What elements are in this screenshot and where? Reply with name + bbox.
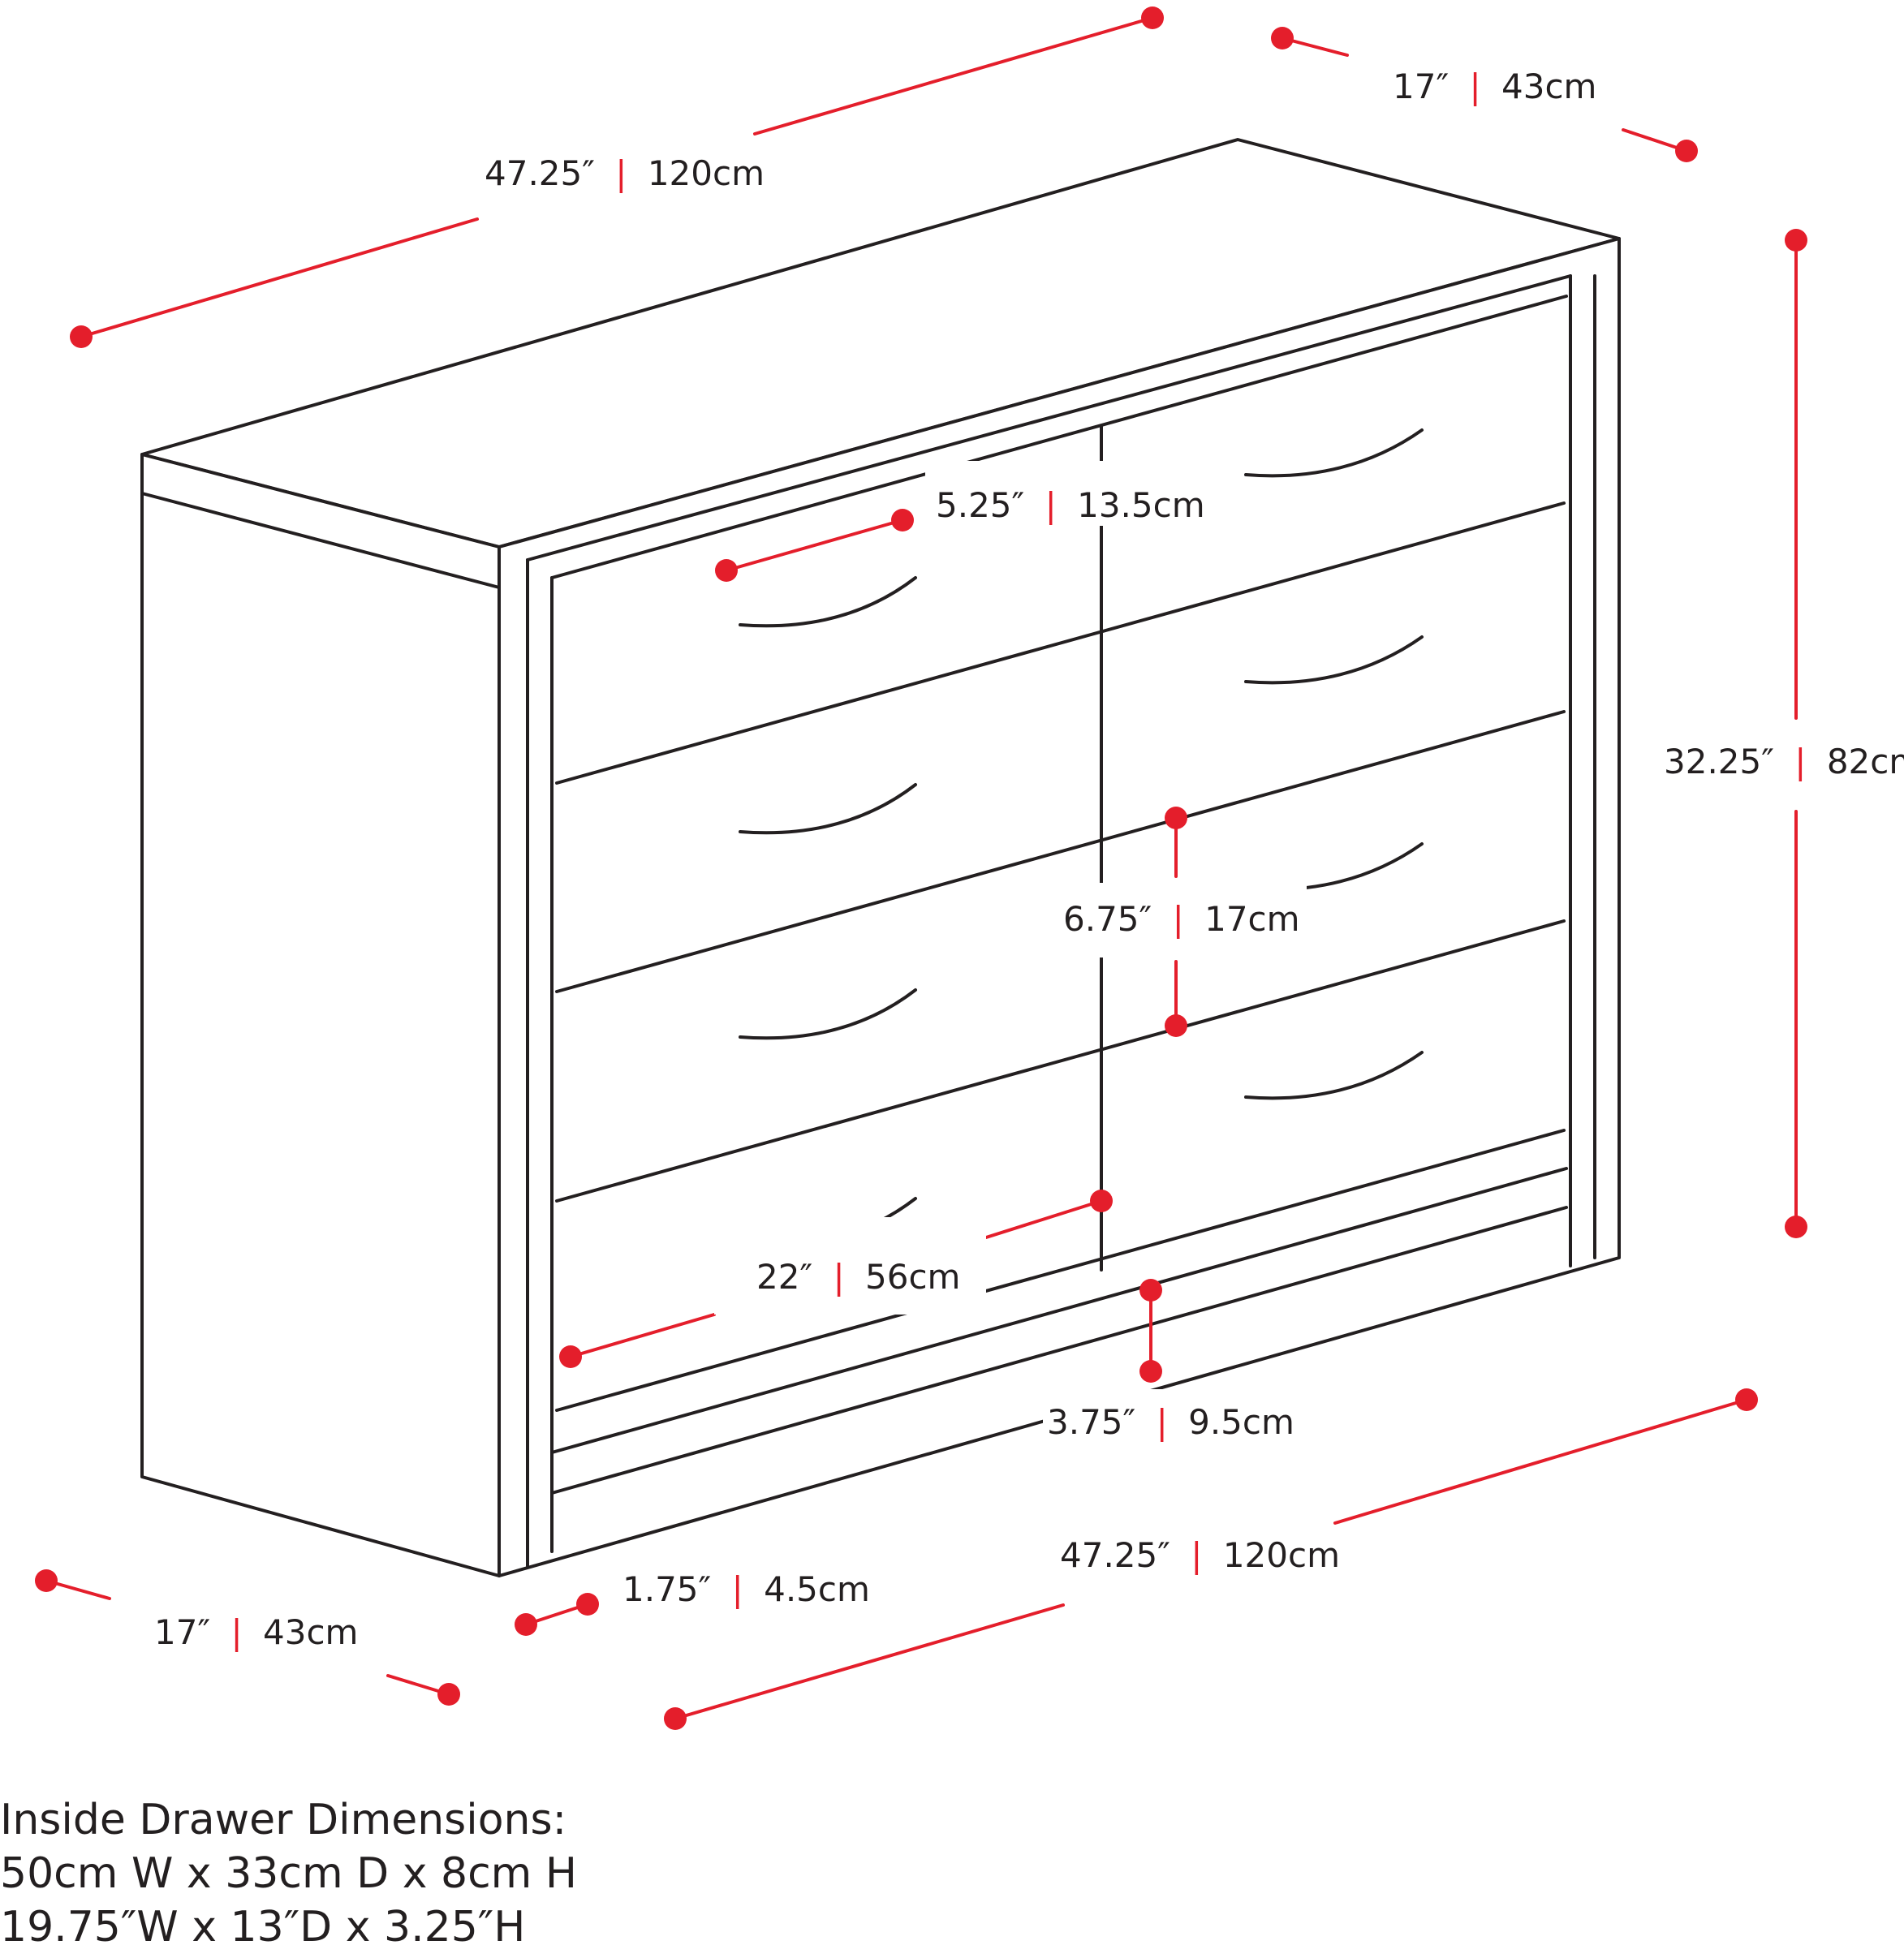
inside-drawer-metric: 50cm W x 33cm D x 8cm H (0, 1849, 577, 1898)
dim-top-depth-label: 17″ | 43cm (1393, 67, 1596, 106)
handle-left-1 (739, 576, 917, 628)
handle-left-3 (739, 988, 917, 1040)
handle-left-2 (739, 783, 917, 835)
dim-drawer-width-label: 22″ | 56cm (756, 1257, 960, 1297)
inside-drawer-heading: Inside Drawer Dimensions: (0, 1796, 567, 1844)
dresser-side-panel (140, 453, 501, 1577)
dim-height-label: 32.25″ | 82cm (1664, 742, 1904, 781)
dim-drawer-height-label: 6.75″ | 17cm (1063, 899, 1300, 939)
dimension-lines (35, 6, 1807, 1730)
handle-right-2 (1244, 635, 1424, 685)
dim-top-width-label: 47.25″ | 120cm (485, 153, 765, 193)
dim-bottom-width-label: 47.25″ | 120cm (1060, 1535, 1340, 1575)
dim-frame-thickness-label: 1.75″ | 4.5cm (622, 1569, 870, 1609)
dimension-labels: 47.25″ | 120cm 17″ | 43cm 32.25″ | 82cm … (154, 67, 1904, 1652)
dim-base-height-label: 3.75″ | 9.5cm (1047, 1402, 1294, 1442)
handle-right-4 (1244, 1051, 1424, 1100)
handle-right-1 (1244, 428, 1424, 478)
dresser-drawing (140, 138, 1621, 1577)
dim-bottom-depth-label: 17″ | 43cm (154, 1612, 358, 1652)
inside-drawer-dimensions: Inside Drawer Dimensions: 50cm W x 33cm … (0, 1793, 617, 1954)
inside-drawer-imperial: 19.75″W x 13″D x 3.25″H (0, 1903, 526, 1952)
dim-handle-width-label: 5.25″ | 13.5cm (936, 485, 1205, 525)
